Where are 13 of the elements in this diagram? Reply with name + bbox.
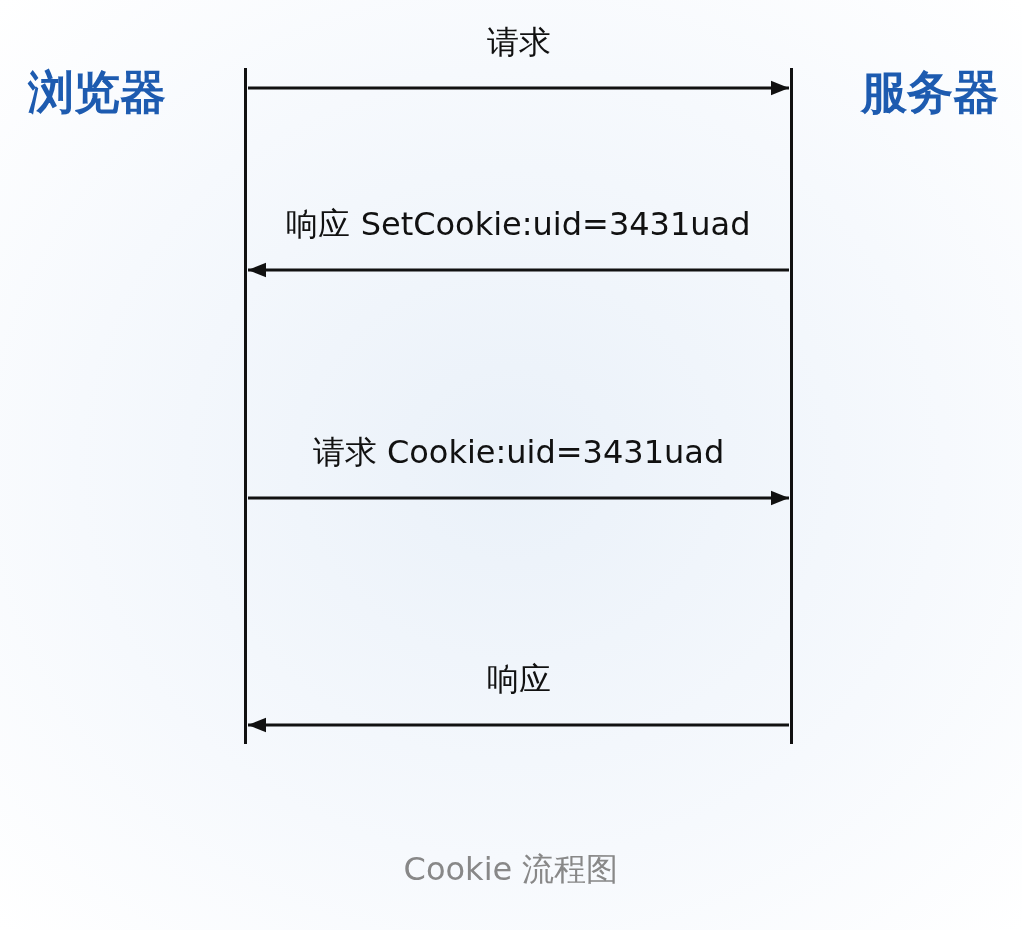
arrow: [248, 490, 789, 506]
edge-label: 响应 SetCookie:uid=3431uad: [285, 204, 752, 245]
arrow: [248, 262, 789, 278]
caption: Cookie 流程图: [402, 849, 620, 890]
edge-label: 响应: [485, 659, 552, 700]
edge-label: 请求 Cookie:uid=3431uad: [311, 432, 726, 473]
participant-title: 浏览器: [28, 64, 166, 121]
lifeline: [790, 68, 999, 744]
edge-label: 请求: [485, 22, 552, 63]
participant-title: 服务器: [861, 64, 999, 121]
lifeline: [28, 68, 247, 744]
arrow: [248, 717, 789, 733]
arrow: [248, 80, 789, 96]
